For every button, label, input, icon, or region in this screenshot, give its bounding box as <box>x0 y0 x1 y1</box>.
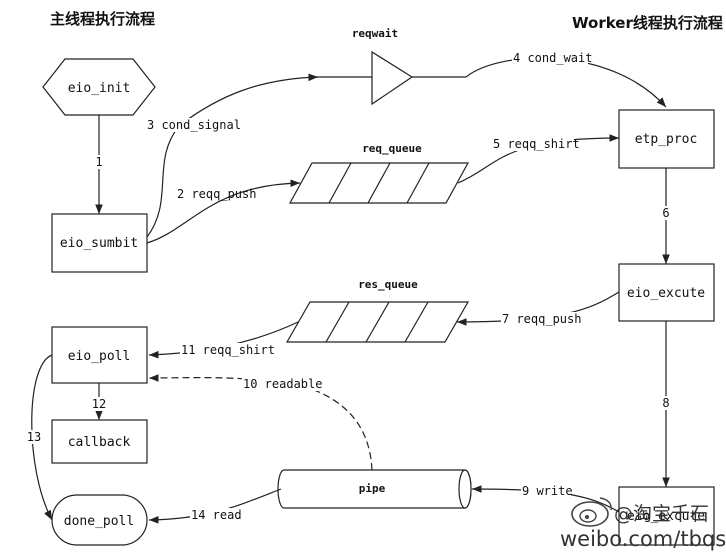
edge-13: 13 <box>24 354 53 521</box>
node-etp-proc: etp_proc <box>618 109 715 169</box>
edge-9: 9 write <box>471 484 620 513</box>
edge-13-label: 13 <box>27 430 41 444</box>
node-done-poll-label: done_poll <box>64 514 134 529</box>
node-eio-poll: eio_poll <box>51 326 148 384</box>
res-queue-label: res_queue <box>358 278 418 291</box>
res-queue: res_queue <box>285 278 470 343</box>
edge-2-label: 2 reqq_push <box>177 187 256 201</box>
node-eio-poll-label: eio_poll <box>68 349 131 364</box>
node-callback-label: callback <box>68 435 131 450</box>
edge-1: 1 <box>92 115 106 214</box>
node-worker-write-label: eio_excute <box>627 509 705 524</box>
reqwait-label: reqwait <box>352 27 398 40</box>
edge-5-label: 5 reqq_shirt <box>493 137 580 151</box>
node-callback: callback <box>51 419 148 464</box>
edge-1-label: 1 <box>95 155 102 169</box>
pipe-label: pipe <box>359 482 386 495</box>
watermark-handle: @淘宝千石 <box>614 503 709 525</box>
node-etp-proc-label: etp_proc <box>635 132 698 147</box>
pipe-cylinder: pipe <box>277 469 472 509</box>
edge-4-label: 4 cond_wait <box>513 51 592 65</box>
node-eio-init: eio_init <box>42 58 156 116</box>
edge-11: 11 reqq_shirt <box>148 321 299 359</box>
edge-5: 5 reqq_shirt <box>457 134 620 184</box>
edge-12: 12 <box>89 383 109 420</box>
worker-thread-header: Worker线程执行流程 <box>572 14 723 32</box>
req-queue: req_queue <box>288 142 470 204</box>
weibo-logo-icon <box>571 497 612 527</box>
node-eio-sumbit-label: eio_sumbit <box>60 236 138 251</box>
edge-3: 3 cond_signal <box>146 73 319 238</box>
edge-8-label: 8 <box>662 396 669 410</box>
watermark: @淘宝千石 weibo.com/tbqs <box>560 497 726 551</box>
edge-10-label: 10 readable <box>243 377 322 391</box>
node-eio-excute: eio_excute <box>618 263 715 322</box>
edge-2: 2 reqq_push <box>146 179 301 244</box>
edge-10: 10 readable <box>148 374 373 471</box>
edge-6-label: 6 <box>662 206 669 220</box>
edge-9-label: 9 write <box>522 484 573 498</box>
edge-7-label: 7 reqq_push <box>502 312 581 326</box>
node-worker-write: eio_excute <box>618 486 715 546</box>
edge-14-label: 14 read <box>191 508 242 522</box>
edge-14: 14 read <box>148 488 282 524</box>
edge-12-label: 12 <box>92 397 106 411</box>
main-thread-header: 主线程执行流程 <box>50 10 155 28</box>
node-eio-sumbit: eio_sumbit <box>51 213 148 273</box>
node-eio-excute-label: eio_excute <box>627 286 705 301</box>
watermark-url: weibo.com/tbqs <box>560 527 726 551</box>
reqwait-triangle: reqwait <box>314 27 466 106</box>
edge-3-label: 3 cond_signal <box>147 118 241 132</box>
edge-7: 7 reqq_push <box>456 291 620 326</box>
req-queue-label: req_queue <box>362 142 422 155</box>
node-eio-init-label: eio_init <box>68 81 131 96</box>
edge-4: 4 cond_wait <box>465 51 667 108</box>
edge-6: 6 <box>659 168 673 264</box>
edge-8: 8 <box>659 321 673 487</box>
node-done-poll: done_poll <box>51 494 148 546</box>
edge-11-label: 11 reqq_shirt <box>181 343 275 357</box>
